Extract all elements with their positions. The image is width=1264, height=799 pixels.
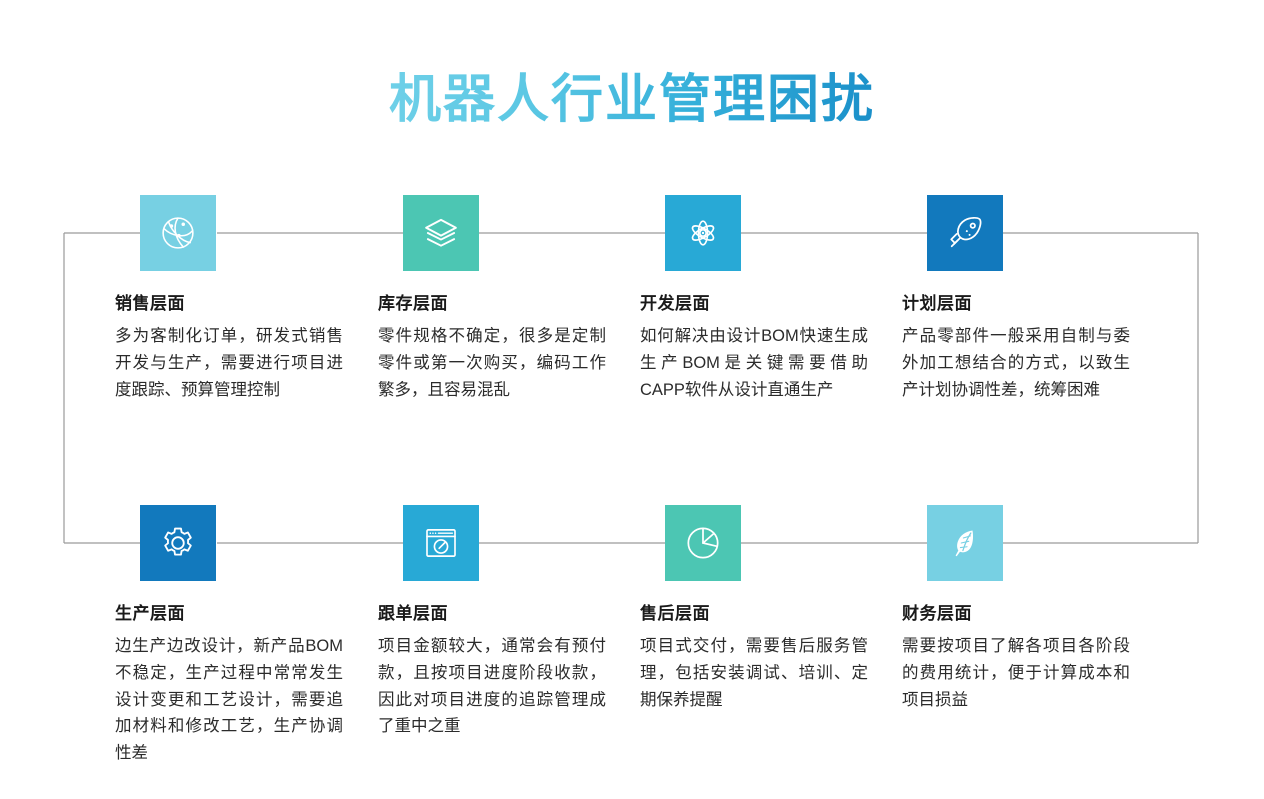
atom-icon [682,212,724,254]
gear-icon [157,522,199,564]
card-heading-finance: 财务层面 [902,604,972,623]
card-icon-tile-planning [927,195,1003,271]
feather-icon [945,523,985,563]
card-heading-development: 开发层面 [640,294,710,313]
card-heading-order-tracking: 跟单层面 [378,604,448,623]
card-icon-tile-after-sales [665,505,741,581]
card-icon-tile-order-tracking [403,505,479,581]
card-body-after-sales: 项目式交付，需要售后服务管理，包括安装调试、培训、定期保养提醒 [640,637,868,709]
card-icon-tile-finance [927,505,1003,581]
card-heading-inventory: 库存层面 [378,294,448,313]
card-icon-tile-development [665,195,741,271]
card-production[interactable]: 生产层面 边生产边改设计，新产品BOM不稳定，生产过程中常常发生设计变更和工艺设… [115,505,355,767]
card-finance[interactable]: 财务层面 需要按项目了解各项目各阶段的费用统计，便于计算成本和项目损益 [902,505,1142,713]
card-after-sales[interactable]: 售后层面 项目式交付，需要售后服务管理，包括安装调试、培训、定期保养提醒 [640,505,880,713]
card-planning[interactable]: 计划层面 产品零部件一般采用自制与委外加工想结合的方式，以致生产计划协调性差，统… [902,195,1142,403]
card-heading-after-sales: 售后层面 [640,604,710,623]
card-body-order-tracking: 项目金额较大，通常会有预付款，且按项目进度阶段收款，因此对项目进度的追踪管理成了… [378,637,606,736]
card-body-production: 边生产边改设计，新产品BOM不稳定，生产过程中常常发生设计变更和工艺设计，需要追… [115,637,343,762]
rocket-icon [943,211,987,255]
layers-stack-icon [420,212,462,254]
card-body-sales: 多为客制化订单，研发式销售开发与生产，需要进行项目进度跟踪、预算管理控制 [115,327,343,399]
card-inventory[interactable]: 库存层面 零件规格不确定，很多是定制零件或第一次购买，编码工作繁多，且容易混乱 [378,195,618,403]
card-sales[interactable]: 销售层面 多为客制化订单，研发式销售开发与生产，需要进行项目进度跟踪、预算管理控… [115,195,355,403]
browser-compass-icon [420,522,462,564]
page-title: 机器人行业管理困扰 [388,70,875,129]
card-body-planning: 产品零部件一般采用自制与委外加工想结合的方式，以致生产计划协调性差，统筹困难 [902,327,1130,399]
card-icon-tile-sales [140,195,216,271]
card-heading-sales: 销售层面 [115,294,185,313]
card-body-inventory: 零件规格不确定，很多是定制零件或第一次购买，编码工作繁多，且容易混乱 [378,327,606,399]
card-body-development: 如何解决由设计BOM快速生成生产BOM是关键需要借助CAPP软件从设计直通生产 [640,327,868,399]
card-icon-tile-production [140,505,216,581]
card-icon-tile-inventory [403,195,479,271]
card-heading-production: 生产层面 [115,604,185,623]
globe-network-icon [157,212,199,254]
card-body-finance: 需要按项目了解各项目各阶段的费用统计，便于计算成本和项目损益 [902,637,1130,709]
card-heading-planning: 计划层面 [902,294,972,313]
card-development[interactable]: 开发层面 如何解决由设计BOM快速生成生产BOM是关键需要借助CAPP软件从设计… [640,195,880,403]
page-title-container: 机器人行业管理困扰 [0,36,1264,165]
card-order-tracking[interactable]: 跟单层面 项目金额较大，通常会有预付款，且按项目进度阶段收款，因此对项目进度的追… [378,505,618,740]
pie-chart-icon [681,521,725,565]
